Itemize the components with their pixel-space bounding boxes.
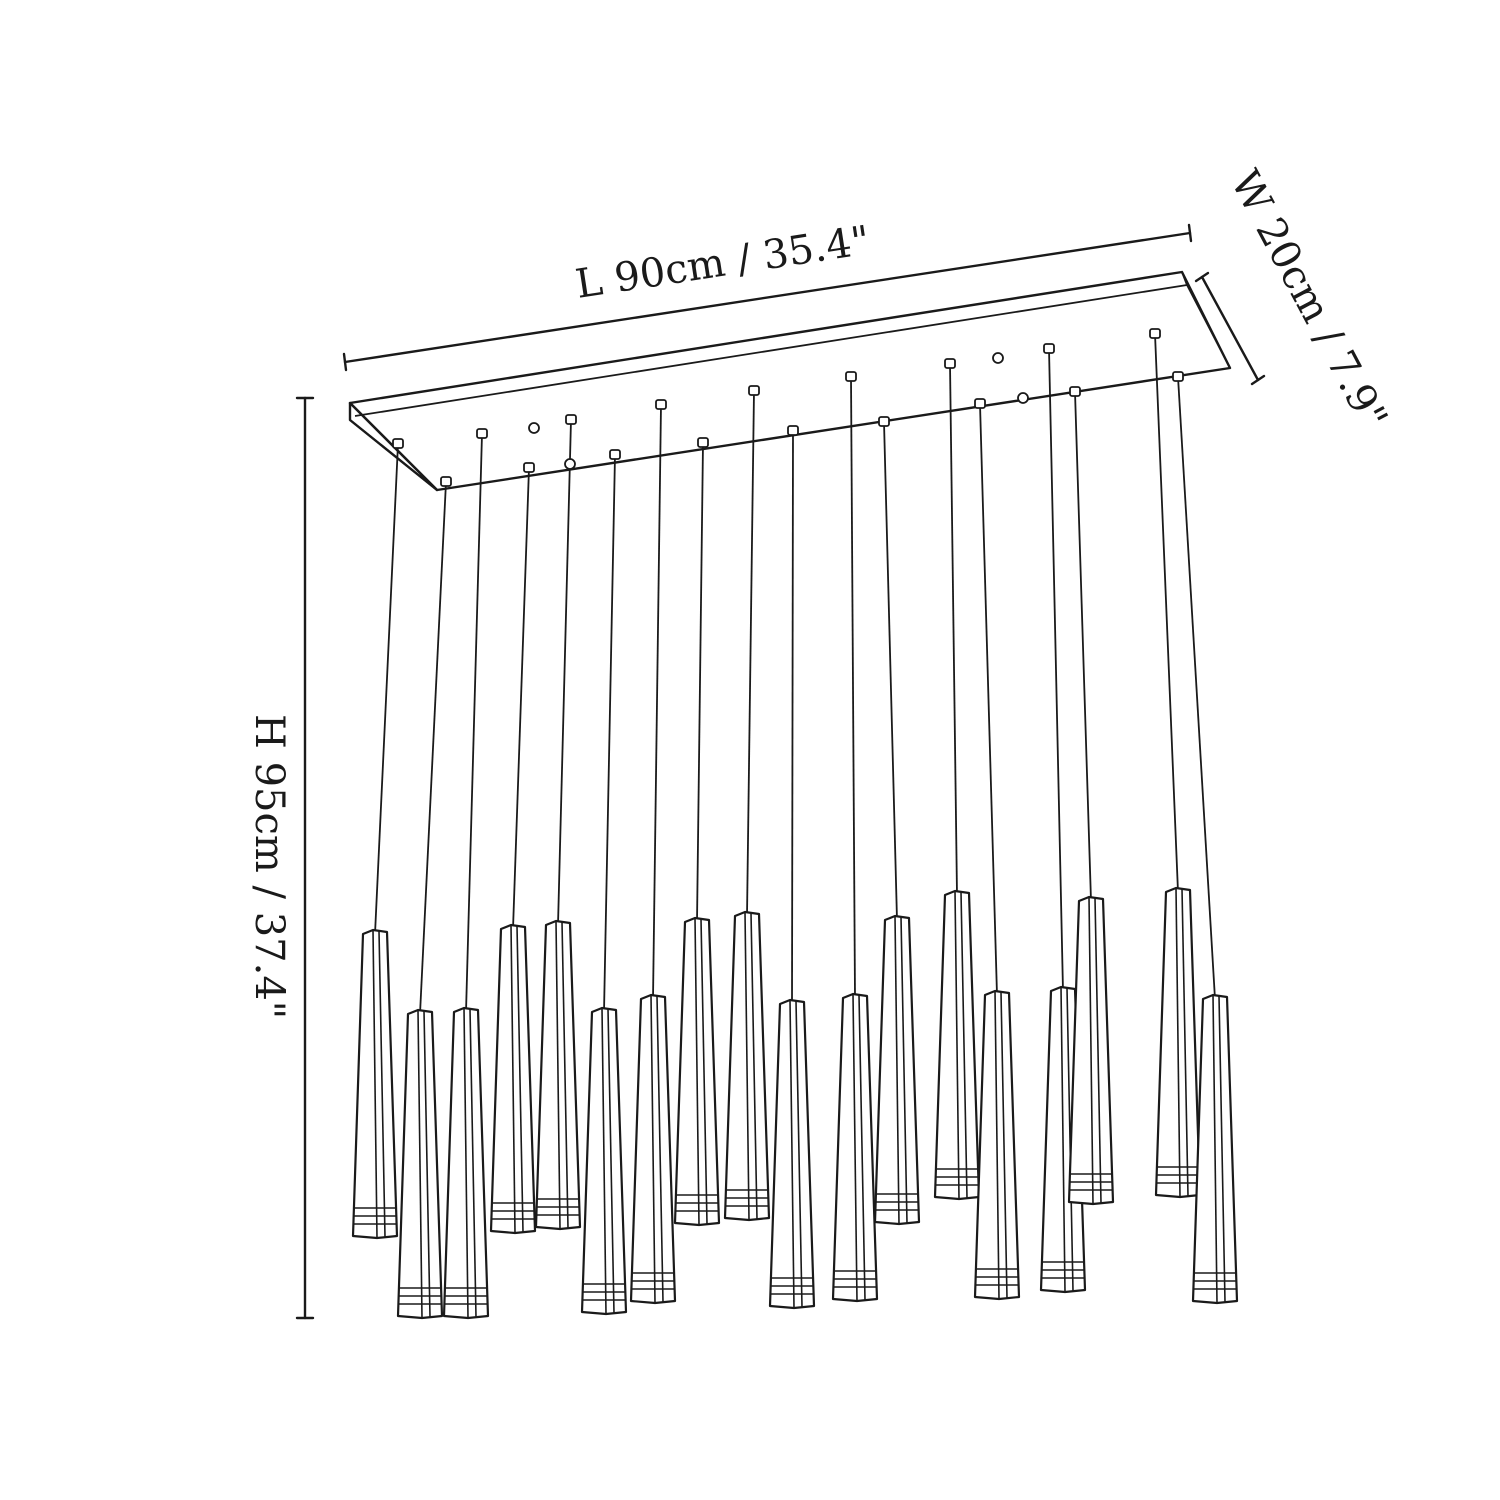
pendant-8 (673, 916, 721, 1227)
width-label: W 20cm / 7.9" (1221, 163, 1396, 437)
cable-17 (1154, 333, 1179, 893)
cable-mount-13 (944, 358, 956, 369)
cable-7 (652, 404, 662, 1000)
pendant-16 (1067, 895, 1115, 1206)
height-label: H 95cm / 37.4" (246, 714, 292, 1019)
canopy-screw-2 (564, 458, 576, 470)
pendant-10 (768, 998, 816, 1310)
cable-mount-1 (392, 438, 404, 449)
pendant-7 (629, 993, 677, 1305)
cable-mount-7 (655, 399, 667, 410)
cable-mount-9 (748, 385, 760, 396)
cable-15 (1048, 348, 1064, 992)
pendant-9 (723, 910, 771, 1222)
cable-mount-15 (1043, 343, 1055, 354)
cable-13 (949, 363, 958, 896)
length-label: L 90cm / 35.4" (573, 218, 873, 308)
cable-16 (1074, 391, 1092, 902)
cable-4 (512, 467, 530, 930)
pendant-18 (1191, 993, 1239, 1305)
cable-mount-11 (845, 371, 857, 382)
pendant-12 (873, 914, 921, 1226)
pendant-1 (351, 928, 399, 1240)
cable-11 (850, 376, 856, 999)
canopy-screw-3 (992, 352, 1004, 364)
pendant-lights (351, 886, 1239, 1320)
pendant-17 (1154, 886, 1202, 1199)
cable-mount-3 (476, 428, 488, 439)
width-dimension: W 20cm / 7.9" (1194, 163, 1396, 437)
canopy-mounts (392, 328, 1184, 487)
cable-mount-5 (565, 414, 577, 425)
suspension-cables (374, 333, 1216, 1015)
height-dimension: H 95cm / 37.4" (246, 396, 315, 1320)
cable-14 (979, 403, 998, 996)
cable-12 (883, 421, 898, 921)
cable-mount-14 (974, 398, 986, 409)
cable-10 (791, 430, 794, 1005)
cable-mount-18 (1172, 371, 1184, 382)
cable-18 (1177, 376, 1216, 1000)
pendant-3 (442, 1006, 490, 1320)
canopy-screw-1 (528, 422, 540, 434)
pendant-13 (933, 889, 981, 1201)
cable-8 (696, 442, 704, 923)
cable-mount-8 (697, 437, 709, 448)
cable-mount-16 (1069, 386, 1081, 397)
cable-mount-6 (609, 449, 621, 460)
cable-mount-4 (523, 462, 535, 473)
pendant-14 (973, 989, 1021, 1301)
pendant-4 (489, 923, 537, 1235)
pendant-2 (396, 1008, 444, 1320)
canopy-screw-4 (1017, 392, 1029, 404)
cable-mount-17 (1149, 328, 1161, 339)
cable-1 (374, 443, 399, 935)
cable-mount-12 (878, 416, 890, 427)
cable-9 (746, 390, 755, 917)
pendant-6 (580, 1006, 628, 1316)
cable-6 (603, 454, 616, 1013)
pendant-5 (534, 919, 582, 1231)
cable-5 (557, 419, 572, 926)
cable-mount-2 (440, 476, 452, 487)
pendant-11 (831, 992, 879, 1303)
cable-2 (419, 481, 447, 1015)
cable-mount-10 (787, 425, 799, 436)
cable-3 (465, 433, 483, 1013)
